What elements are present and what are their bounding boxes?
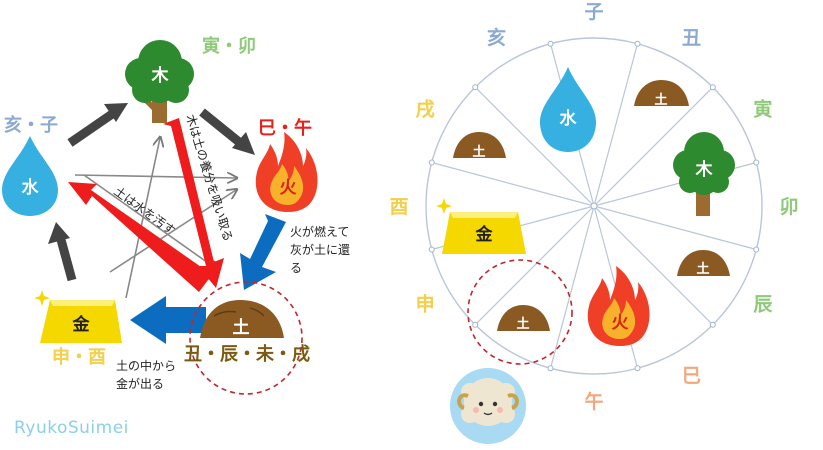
arrow-wood-controls-earth	[163, 118, 224, 288]
note-earth-metal-line2: 金が出る	[116, 376, 164, 391]
zodiac-label: 巳	[682, 365, 701, 387]
water-branches: 亥・子	[4, 114, 58, 136]
zodiac-label: 丑	[682, 27, 701, 49]
control-line-water-earth	[83, 174, 218, 270]
metal-ingot-icon: 金	[34, 290, 122, 343]
arrow-earth-to-metal	[130, 296, 206, 344]
wheel-spokes	[428, 40, 760, 372]
wheel-spoke-node	[634, 365, 641, 372]
earth-label: 土	[233, 317, 250, 338]
arrow-water-to-wood	[67, 103, 128, 147]
wheel-spoke	[593, 86, 714, 207]
earth-dashed-highlight	[189, 281, 303, 395]
wheel-spoke-node	[428, 159, 435, 166]
wheel-spoke-node	[634, 40, 641, 47]
wheel-spoke	[593, 43, 639, 207]
wheel-earth-dashed-highlight	[467, 259, 573, 365]
wheel-earth-label-hitsuji: 土	[516, 316, 529, 332]
earth-branches: 丑・辰・未・戌	[184, 343, 310, 365]
fire-flame-icon: 火	[255, 132, 318, 212]
arrow-wood-to-fire	[199, 108, 255, 155]
zodiac-label: 辰	[753, 294, 773, 316]
arrow-earth-controls-water	[68, 182, 214, 292]
wheel-earth-mound-hitsuji: 土	[497, 305, 550, 332]
water-drop-icon: 水	[2, 136, 58, 216]
note-fire-earth-line1: 火が燃えて	[290, 224, 349, 239]
wheel-earth-label-tatsu: 土	[696, 261, 709, 277]
wheel-spoke	[474, 86, 595, 207]
wheel-earth-label-inu: 土	[472, 144, 485, 160]
wheel-metal-ingot-icon: 金	[436, 198, 526, 254]
fire-label: 火	[280, 178, 298, 198]
wheel-center-node	[590, 202, 598, 210]
zodiac-wheel-circle	[425, 37, 763, 375]
arrow-fire-to-earth	[240, 214, 286, 290]
wheel-water-label: 水	[560, 108, 578, 129]
zodiac-label: 酉	[389, 196, 408, 218]
wheel-water-drop-icon: 水	[540, 67, 596, 152]
wheel-metal-label: 金	[475, 224, 494, 245]
wood-branches: 寅・卯	[202, 35, 256, 57]
water-label: 水	[22, 177, 40, 198]
wheel-spoke	[474, 205, 595, 326]
wheel-spoke	[431, 161, 595, 207]
note-fire-earth-line3: る	[290, 261, 302, 275]
zodiac-label: 午	[584, 390, 603, 413]
wheel-spoke	[593, 205, 714, 326]
control-line-water-fire	[74, 175, 236, 178]
wheel-spoke-node	[753, 159, 760, 166]
zodiac-label: 卯	[779, 196, 798, 218]
wood-label: 木	[151, 65, 170, 86]
wheel-earth-mound-tatsu: 土	[677, 250, 730, 277]
wood-tree-icon: 木	[125, 40, 194, 123]
dark-generation-arrows	[48, 103, 255, 282]
wheel-fire-label: 火	[612, 313, 630, 333]
wheel-earth-mound-ushi: 土	[634, 80, 689, 108]
wheel-fire-flame-icon: 火	[587, 266, 650, 346]
wheel-spoke-node	[547, 40, 554, 47]
watermark: RyukoSuimei	[14, 418, 129, 438]
zodiac-label: 亥	[487, 26, 506, 49]
grey-control-lines	[74, 138, 236, 299]
wheel-wood-label: 木	[695, 159, 714, 180]
wheel-spoke-node	[753, 246, 760, 253]
zodiac-label: 戌	[416, 99, 435, 121]
wheel-spoke-node	[472, 321, 479, 328]
metal-branches: 申・酉	[52, 346, 106, 368]
note-earth-metal-line1: 土の中から	[116, 358, 176, 373]
wheel-spoke	[593, 205, 757, 251]
control-line-metal-fire	[109, 190, 236, 273]
sheep-avatar-icon	[450, 368, 526, 444]
earth-mound-icon: 土	[200, 300, 284, 338]
zodiac-label: 寅	[753, 98, 772, 121]
fire-branches: 巳・午	[258, 117, 312, 139]
wheel-spoke-node	[472, 84, 479, 91]
wheel-wood-tree-icon: 木	[673, 132, 735, 216]
control-line-metal-wood	[125, 138, 160, 299]
note-fire-earth-line2: 灰が土に還	[290, 242, 350, 257]
wheel-spoke-node	[709, 321, 716, 328]
wheel-spoke	[549, 205, 595, 369]
zodiac-label: 子	[584, 1, 603, 23]
wheel-spoke-node	[547, 365, 554, 372]
metal-label: 金	[72, 314, 91, 335]
wheel-earth-label-ushi: 土	[654, 92, 667, 108]
wheel-spoke-node	[428, 246, 435, 253]
generation-cycle-diagram: 木は土の養分を吸い取る 土は水を汚す 火が燃えて 灰が土に還 る 土の中から 金…	[2, 35, 350, 395]
zodiac-label: 申	[416, 293, 435, 316]
wheel-earth-mound-inu: 土	[453, 132, 506, 160]
arrow-metal-to-water	[48, 222, 77, 282]
wheel-spoke-node	[709, 84, 716, 91]
